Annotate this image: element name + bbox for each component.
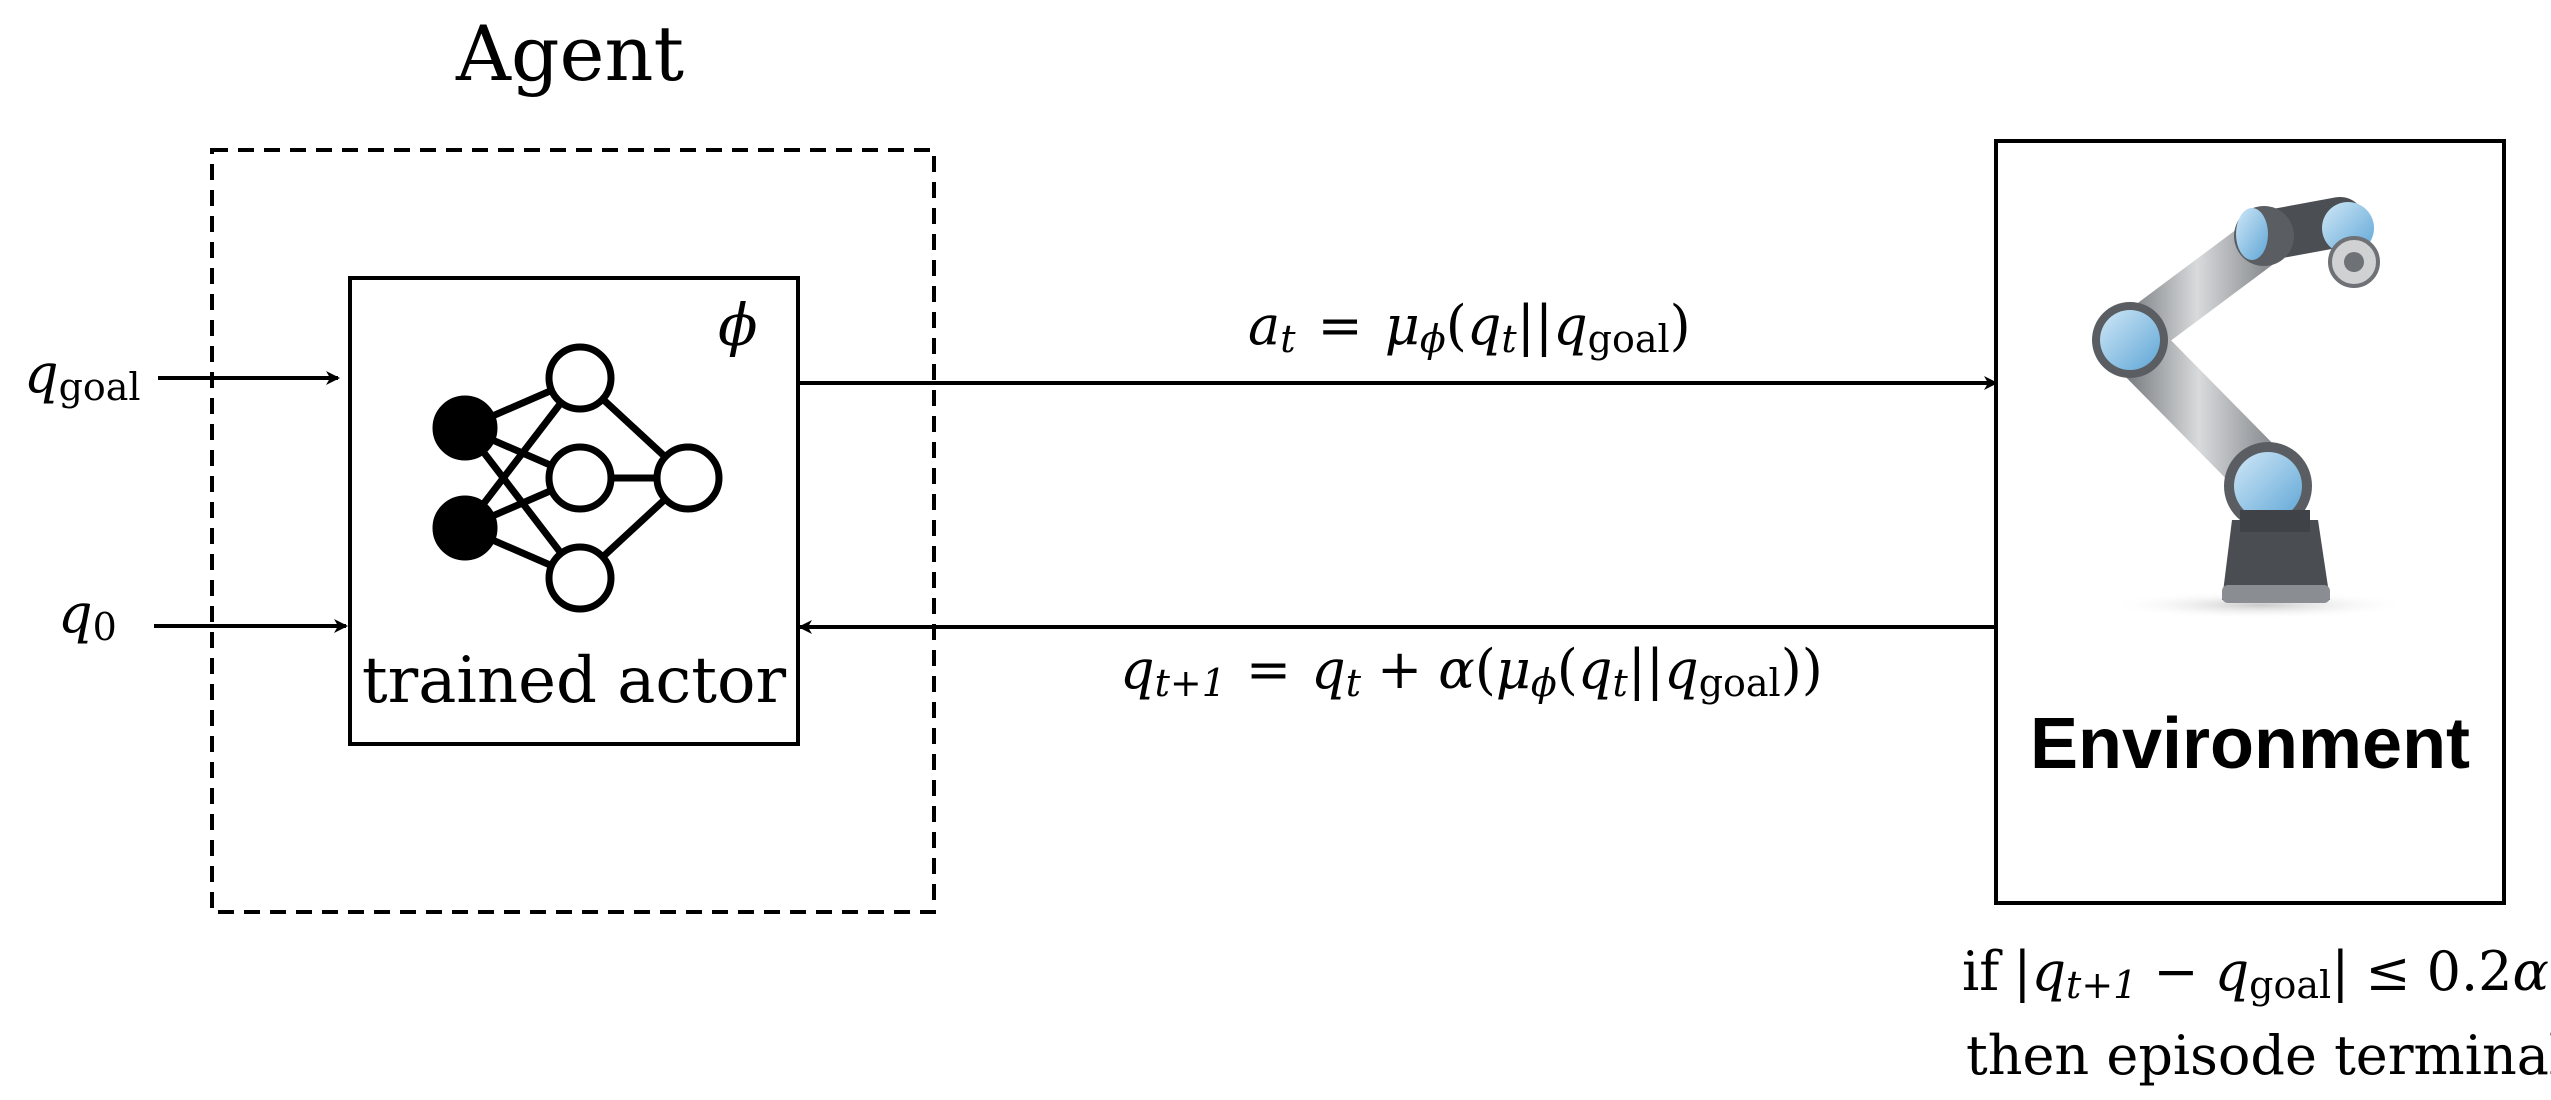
actor-param-symbol: ϕ [718,291,758,359]
action-equation: at=μϕ(qt||qgoal) [1248,294,1691,361]
input-goal-label: qgoal [24,342,141,409]
agent-title: Agent [455,9,684,98]
robot-arm-icon [2092,197,2410,619]
state-equation: qt+1=qt+α(μϕ(qt||qgoal)) [1120,638,1823,705]
neural-network-icon [432,343,723,613]
environment-label: Environment [2030,704,2470,784]
termination-condition: if|qt+1−qgoal|≤0.2α [1962,940,2549,1007]
termination-consequence: then episode terminal [1966,1024,2551,1087]
actor-label: trained actor [362,644,787,718]
input-initial-label: q0 [58,582,117,649]
agent-boundary [210,148,936,914]
